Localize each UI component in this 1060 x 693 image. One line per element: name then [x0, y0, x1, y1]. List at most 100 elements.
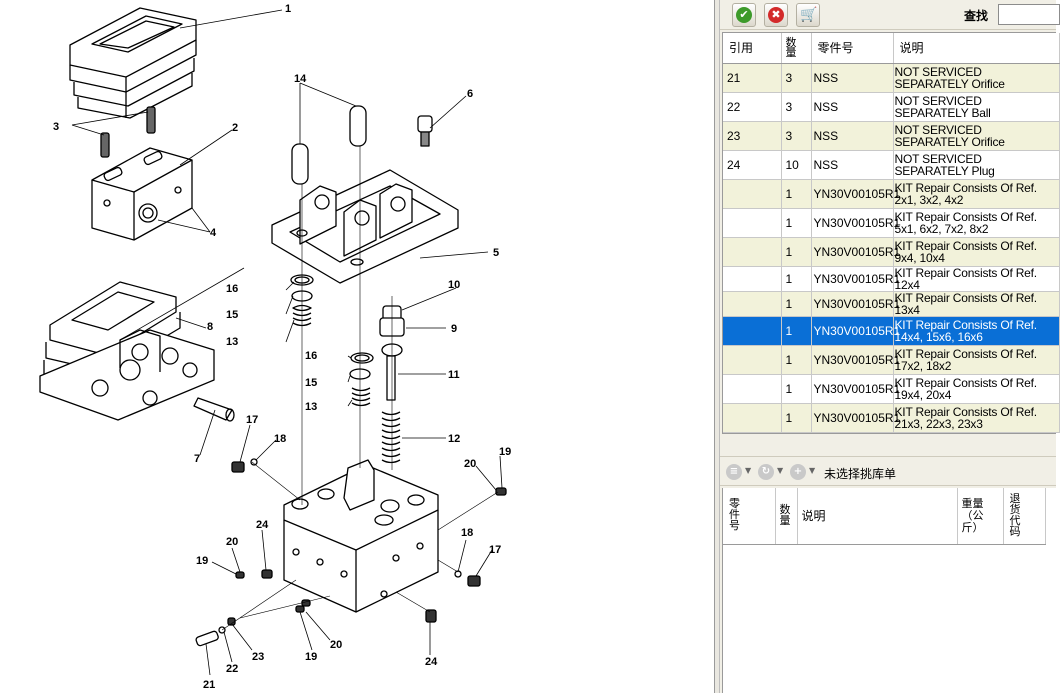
cell-qty: 3 [781, 121, 812, 151]
callout-20b: 20 [226, 536, 238, 548]
cell-ref [723, 403, 782, 433]
database-icon[interactable]: ≡ [726, 464, 742, 480]
callout-5: 5 [493, 247, 499, 259]
leader-lines [71, 9, 503, 676]
refresh-icon[interactable]: ↻ [758, 464, 774, 480]
qty-header-text: 数量 [785, 36, 797, 59]
pick-weight-text: 重量（公斤） [961, 497, 984, 534]
cell-qty: 1 [781, 374, 812, 404]
pick-list-table: 零件号 数量 说明 重量（公斤） 退货代码 [722, 488, 1056, 693]
cell-desc: KIT Repair Consists Of Ref. 17x2, 18x2 [893, 345, 1060, 375]
callout-19c: 19 [305, 651, 317, 663]
callout-labels: 1 2 3 4 5 6 7 8 9 10 11 12 13 13 14 15 1… [53, 3, 511, 691]
search-input[interactable] [998, 4, 1060, 25]
cell-qty: 10 [781, 150, 812, 180]
cell-ref [723, 179, 782, 209]
parts-table-header: 引用 数量 零件号 说明 [723, 33, 1060, 64]
col-header-qty[interactable]: 数量 [781, 33, 812, 64]
cell-qty: 1 [781, 237, 812, 267]
col-header-part-no[interactable]: 零件号 [811, 33, 894, 64]
cell-qty: 3 [781, 63, 812, 93]
pick-col-return-code[interactable]: 退货代码 [1003, 488, 1046, 545]
add-to-cart-button[interactable]: 🛒 [796, 3, 820, 27]
cell-part-no: YN30V00105R1 [811, 403, 900, 433]
chevron-down-icon[interactable]: ▼ [809, 466, 816, 475]
cell-part-no: YN30V00105R1 [811, 374, 900, 404]
callout-4: 4 [210, 227, 217, 239]
centerlines [221, 146, 499, 631]
valve-housing-part [283, 459, 439, 613]
pick-col-qty[interactable]: 数量 [775, 488, 798, 545]
pick-col-part-no[interactable]: 零件号 [723, 488, 776, 545]
cell-desc: KIT Repair Consists Of Ref. 14x4, 15x6, … [893, 316, 1060, 346]
col-header-desc[interactable]: 说明 [893, 33, 1060, 64]
cell-desc: KIT Repair Consists Of Ref. 19x4, 20x4 [893, 374, 1060, 404]
cell-part-no: YN30V00105R1 [811, 316, 900, 346]
cart-icon: 🛒 [800, 7, 818, 23]
chevron-down-icon[interactable]: ▼ [745, 466, 752, 475]
callout-21: 21 [203, 679, 215, 691]
callout-17b: 17 [489, 544, 501, 556]
confirm-button[interactable]: ✔ [732, 3, 756, 27]
callout-13b: 13 [305, 401, 317, 413]
callout-1: 1 [285, 3, 291, 15]
callout-13a: 13 [226, 336, 238, 348]
callout-20a: 20 [464, 458, 476, 470]
cell-qty: 1 [781, 316, 812, 346]
chevron-down-icon[interactable]: ▼ [777, 466, 784, 475]
col-header-ref[interactable]: 引用 [723, 33, 782, 64]
cell-qty: 3 [781, 92, 812, 122]
bolt-part [417, 115, 433, 147]
callout-12: 12 [448, 433, 460, 445]
add-icon[interactable]: + [790, 464, 806, 480]
cell-desc: KIT Repair Consists Of Ref. 12x4 [893, 266, 1060, 292]
cell-part-no: YN30V00105R1 [811, 237, 900, 267]
cell-desc: KIT Repair Consists Of Ref. 9x4, 10x4 [893, 237, 1060, 267]
search-label: 查找 [964, 9, 989, 23]
cell-desc: NOT SERVICED SEPARATELY Orifice [893, 121, 1060, 151]
boot-top-part [69, 7, 197, 119]
cancel-button[interactable]: ✖ [764, 3, 788, 27]
cell-ref [723, 316, 782, 346]
pick-return-code-text: 退货代码 [1009, 492, 1021, 538]
callout-10: 10 [448, 279, 460, 291]
pick-list-toolbar: ≡ ▼ ↻ ▼ + ▼ 未选择挑库单 [720, 456, 1056, 486]
callout-14: 14 [294, 73, 307, 85]
cancel-icon: ✖ [768, 7, 784, 23]
splitter-handle[interactable] [714, 0, 720, 693]
cell-qty: 1 [781, 179, 812, 209]
callout-22: 22 [226, 663, 238, 675]
seal-and-spring-parts [290, 274, 374, 407]
exploded-parts-diagram[interactable]: 1 2 3 4 5 6 7 8 9 10 11 12 13 13 14 15 1… [0, 0, 714, 693]
pick-table-header: 零件号 数量 说明 重量（公斤） 退货代码 [723, 488, 1046, 545]
pick-col-weight[interactable]: 重量（公斤） [957, 488, 1004, 545]
stud-parts [100, 106, 156, 158]
cell-qty: 1 [781, 266, 812, 292]
parts-toolbar: ✔ ✖ 🛒 查找 [720, 0, 1060, 30]
callout-24b: 24 [425, 656, 438, 668]
callout-15b: 15 [305, 377, 317, 389]
callout-7: 7 [194, 453, 200, 465]
callout-23: 23 [252, 651, 264, 663]
callout-16b: 16 [305, 350, 317, 362]
callout-18b: 18 [461, 527, 473, 539]
cell-part-no: YN30V00105R1 [811, 266, 900, 292]
pick-col-desc[interactable]: 说明 [797, 488, 958, 545]
cell-qty: 1 [781, 345, 812, 375]
callout-9: 9 [451, 323, 457, 335]
callout-18a: 18 [274, 433, 286, 445]
